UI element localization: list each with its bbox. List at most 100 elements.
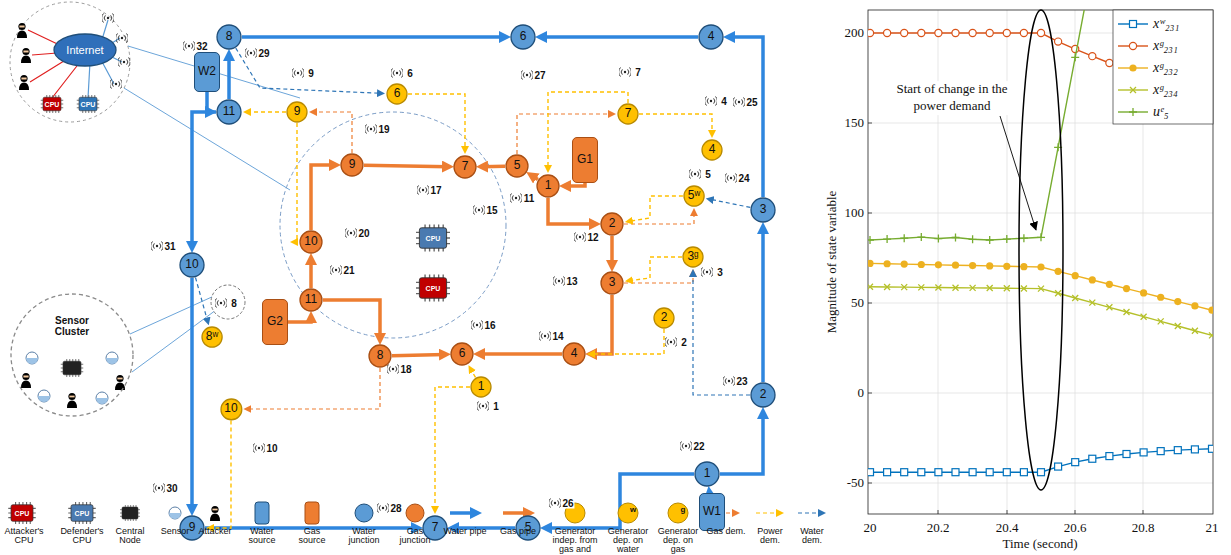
gas-junction: 2 bbox=[600, 212, 624, 236]
legend-icons bbox=[756, 512, 780, 513]
chart-series bbox=[986, 236, 994, 244]
water-junction-outline bbox=[751, 383, 775, 407]
water-junction: 2 bbox=[750, 382, 776, 408]
sensor-number: 31 bbox=[163, 241, 176, 252]
water-pipe bbox=[227, 55, 231, 99]
legend-text: Gas dem. bbox=[703, 527, 749, 536]
chart-series bbox=[868, 284, 1213, 339]
gas-junction: 3 bbox=[600, 271, 624, 295]
chart-series bbox=[935, 29, 942, 36]
chart-series bbox=[1124, 309, 1130, 315]
sensor-icon bbox=[151, 42, 746, 513]
node-label: Internet bbox=[66, 44, 103, 56]
sensor-number: 16 bbox=[483, 320, 496, 331]
gas-junction: 1 bbox=[536, 174, 560, 198]
sensor-icon bbox=[391, 69, 404, 78]
legend-text: Water pipe bbox=[442, 527, 488, 536]
sensor-number: 26 bbox=[561, 498, 574, 509]
sensor-number: 11 bbox=[523, 193, 536, 204]
legend-text: Gas source bbox=[289, 527, 335, 545]
inset-internet bbox=[77, 95, 100, 113]
chart-annotation bbox=[1019, 10, 1063, 490]
node-label: 3 bbox=[609, 276, 616, 289]
gas-junction-outline bbox=[537, 175, 559, 197]
sensor-icon bbox=[473, 206, 486, 215]
chart-frame bbox=[868, 33, 1143, 514]
chart-series bbox=[952, 233, 960, 241]
power-demand bbox=[548, 92, 628, 169]
power-demand bbox=[629, 257, 682, 281]
inset-internet bbox=[19, 75, 29, 90]
gas-junction-outline bbox=[300, 289, 322, 311]
sensor-number: 14 bbox=[551, 331, 564, 342]
node-label: 8ʷ bbox=[206, 330, 218, 343]
legend-icons bbox=[406, 504, 424, 522]
annotation-text: Start of change in the power demand bbox=[886, 81, 1018, 115]
gas-junction: 6 bbox=[450, 342, 474, 366]
node-label: 5ʷ bbox=[688, 189, 700, 202]
chart-series bbox=[1106, 59, 1113, 66]
chart-series bbox=[1072, 272, 1079, 279]
node-label: 9 bbox=[294, 105, 301, 118]
sensor-number: 23 bbox=[735, 376, 748, 387]
legend-text: xᵍ₂₃₂ bbox=[1153, 60, 1178, 76]
inset-internet bbox=[118, 58, 131, 67]
sensor-number: 8 bbox=[230, 298, 238, 309]
node-label: 7 bbox=[462, 160, 469, 173]
sensor-icon bbox=[733, 98, 746, 107]
sensor-icon bbox=[471, 321, 484, 330]
node-label: W2 bbox=[198, 65, 216, 78]
chart-series bbox=[1209, 332, 1213, 338]
gas-junction-outline bbox=[369, 345, 391, 367]
node-label: W1 bbox=[703, 505, 721, 518]
sensor-number: 32 bbox=[195, 41, 208, 52]
tick-label: 50 bbox=[851, 295, 864, 311]
water-junction-outline bbox=[217, 100, 241, 124]
chart-series bbox=[1020, 469, 1027, 476]
chart-series bbox=[868, 469, 874, 476]
power-demand bbox=[210, 420, 231, 528]
power-demand bbox=[294, 123, 297, 242]
chart-frame bbox=[868, 10, 1213, 514]
gas-demand bbox=[313, 112, 352, 153]
inset-internet bbox=[21, 48, 31, 63]
gas-pipe bbox=[482, 164, 505, 168]
gas-pipe bbox=[309, 259, 313, 288]
cyber-region bbox=[416, 224, 450, 251]
inset-sensor-cluster bbox=[61, 359, 84, 377]
chart-series bbox=[884, 260, 891, 267]
chart-series bbox=[1089, 276, 1096, 283]
water-junction: 4 bbox=[698, 24, 724, 50]
tick-label: 200 bbox=[845, 25, 865, 41]
legend-text: Central Node bbox=[107, 527, 153, 545]
node-label: 6 bbox=[459, 347, 466, 360]
sensor-icon bbox=[330, 266, 343, 275]
water-junction: 1 bbox=[694, 461, 720, 487]
sensor-icon bbox=[619, 68, 632, 77]
water-pipe bbox=[541, 35, 698, 39]
node-label: 8 bbox=[377, 349, 384, 362]
power-demand bbox=[639, 114, 712, 134]
chart-series bbox=[1055, 290, 1061, 296]
chart-series bbox=[1192, 328, 1198, 334]
power-generator-outline bbox=[471, 377, 491, 397]
chart-series bbox=[868, 29, 874, 36]
gas-source: G2 bbox=[262, 299, 288, 345]
legend-icons bbox=[68, 502, 96, 524]
water-junction-outline bbox=[751, 198, 775, 222]
chart-series bbox=[918, 261, 925, 268]
power-demand bbox=[435, 387, 470, 510]
chart-series bbox=[1072, 295, 1078, 301]
gas-junction: 8 bbox=[368, 344, 392, 368]
sensor-icon bbox=[477, 402, 490, 411]
gas-junction-outline bbox=[454, 156, 476, 178]
node-label: 1 bbox=[704, 467, 711, 480]
sensor-cluster-outline bbox=[11, 294, 133, 416]
inset-sensor-cluster bbox=[115, 375, 125, 390]
sensor-number: 7 bbox=[634, 67, 642, 78]
node-label: 6 bbox=[520, 30, 527, 43]
chart-series bbox=[917, 233, 925, 241]
chart-series bbox=[1038, 286, 1044, 292]
water-pipe bbox=[192, 112, 216, 247]
legend-text: Sensor bbox=[152, 527, 198, 536]
